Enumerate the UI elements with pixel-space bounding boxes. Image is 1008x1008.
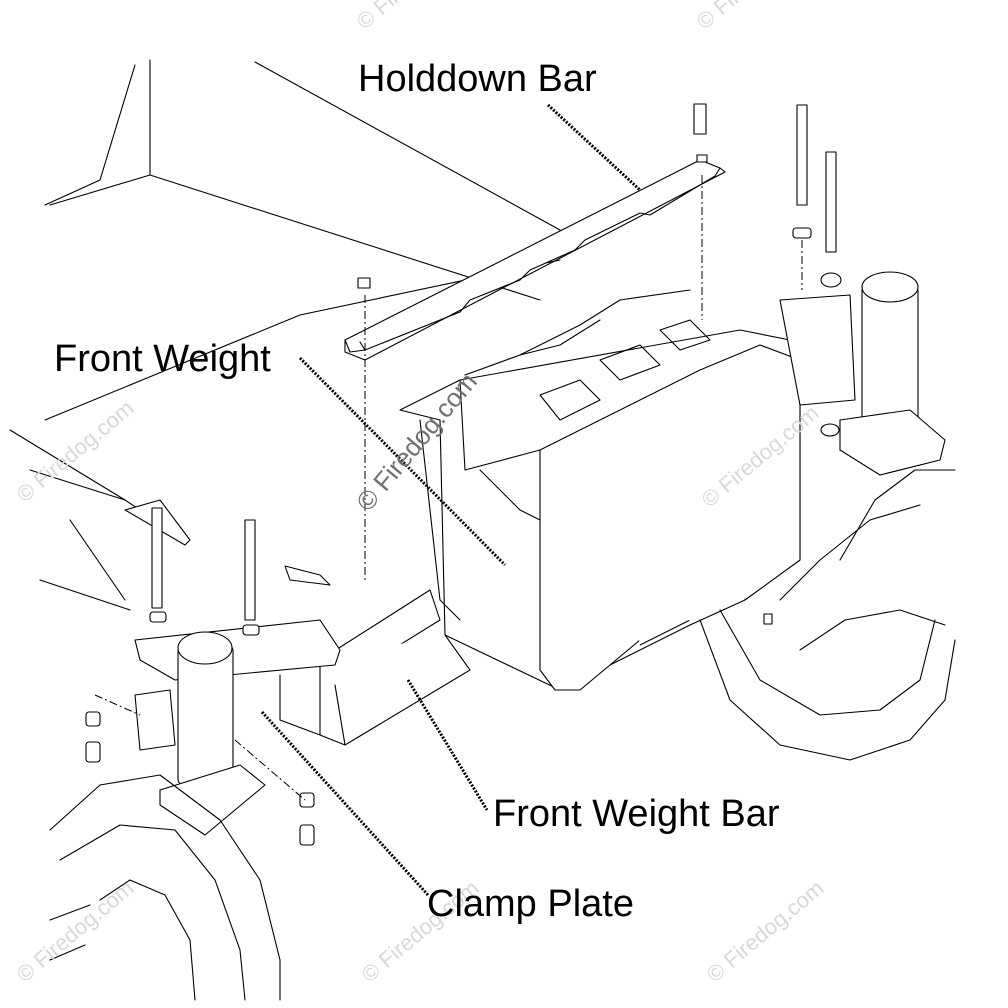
front-weights	[399, 289, 801, 691]
clamp-plate	[85, 499, 341, 846]
label-holddown-bar: Holddown Bar	[358, 58, 597, 100]
label-clamp-plate: Clamp Plate	[427, 883, 634, 925]
holddown-bar-leader	[546, 103, 642, 192]
tractor-hood	[9, 59, 561, 611]
bolt-set-top	[357, 103, 842, 580]
right-bracket	[763, 271, 946, 625]
clamp-plate-leader	[260, 710, 430, 897]
front-weight-bar-leader	[406, 679, 489, 811]
front-weight-leader	[298, 356, 507, 567]
label-front-weight-bar: Front Weight Bar	[493, 793, 780, 835]
front-weight-bar	[279, 589, 471, 746]
holddown-bar	[344, 159, 726, 361]
label-front-weight: Front Weight	[54, 338, 271, 380]
leader-lines	[260, 103, 642, 897]
wheels	[49, 469, 956, 1001]
